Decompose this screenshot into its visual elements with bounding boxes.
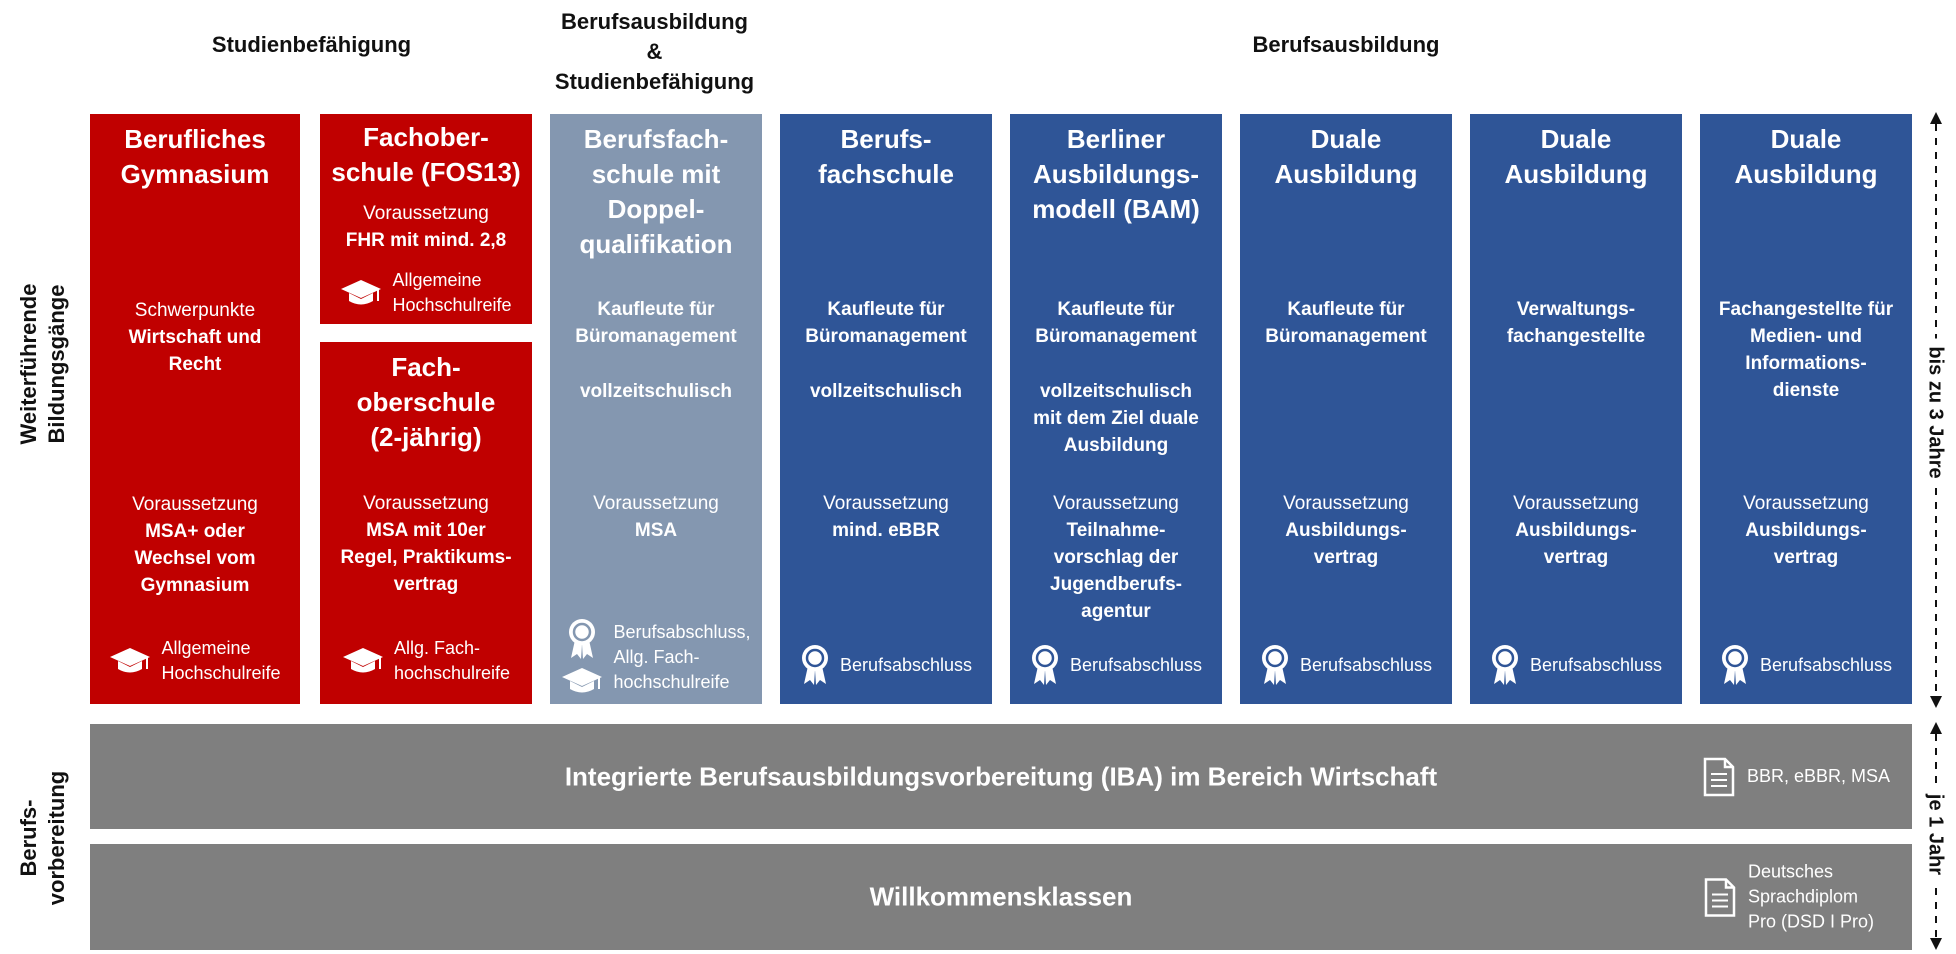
profession: Verwaltungs- fachangestellte <box>1506 299 1646 347</box>
award-ribbon-icon <box>1721 645 1748 685</box>
header-berufsausbildung-studienbefaehigung: Berufsausbildung & Studienbefähigung <box>554 9 755 94</box>
award: Berufsabschluss <box>1470 644 1682 686</box>
column-fachoberschule-fos13: Fachober- schule (FOS13) Voraussetzung F… <box>320 114 532 324</box>
award-text: Berufsabschluss <box>1299 654 1433 675</box>
award-ribbon-icon <box>1261 645 1288 685</box>
award: Allgemeine Hochschulreife <box>90 636 300 686</box>
graduation-cap-icon <box>562 668 603 693</box>
bar-title: Integrierte Berufsausbildungsvorbereitun… <box>564 761 1438 791</box>
column-title: Berufliches Gymnasium <box>120 124 270 189</box>
bar-title: Willkommensklassen <box>869 881 1133 912</box>
award: Berufsabschluss <box>780 644 992 686</box>
column-title: Berufs- fachschule <box>818 124 954 189</box>
award-text: Allg. Fach- hochschulreife <box>393 638 511 683</box>
award-text: Berufsabschluss, Allg. Fach- hochschulre… <box>613 621 751 692</box>
column-fachoberschule-2-jaehrig: Fach- oberschule (2-jährig) Voraussetzun… <box>320 342 532 704</box>
column-title: Berufsfach- schule mit Doppel- qualifika… <box>579 124 733 259</box>
award-text: Berufsabschluss <box>839 654 973 675</box>
column-title: Berliner Ausbildungs- modell (BAM) <box>1032 124 1200 224</box>
award-text: Berufsabschluss <box>1759 654 1893 675</box>
profession: Kaufleute für Büromanagement <box>1035 299 1197 347</box>
bar-award-text: BBR, eBBR, MSA <box>1746 766 1890 786</box>
column-berufsfachschule: Berufs- fachschule Kaufleute für Büroman… <box>780 114 992 704</box>
bar-willkommensklassen: Willkommensklassen Deutsches Sprachdiplo… <box>90 844 1912 950</box>
focus-value: Wirtschaft und Recht <box>128 327 262 375</box>
bar-award-text: Deutsches Sprachdiplom Pro (DSD I Pro) <box>1747 861 1874 932</box>
award: Berufsabschluss <box>1700 644 1912 686</box>
header-studienbefaehigung: Studienbefähigung <box>211 32 412 57</box>
requirement-label: Voraussetzung <box>1053 493 1179 514</box>
column-duale-ausbildung-verwaltung: Duale Ausbildung Verwaltungs- fachangest… <box>1470 114 1682 704</box>
award: Allg. Fach- hochschulreife <box>320 636 532 686</box>
column-title: Duale Ausbildung <box>1504 124 1648 189</box>
award-text: Allgemeine Hochschulreife <box>161 638 281 683</box>
requirement-value: mind. eBBR <box>832 520 940 541</box>
award-text: Berufsabschluss <box>1529 654 1663 675</box>
award-ribbon-icon <box>801 645 828 685</box>
award: Berufsabschluss <box>1240 644 1452 686</box>
column-title: Duale Ausbildung <box>1274 124 1418 189</box>
mode: vollzeitschulisch mit dem Ziel duale Aus… <box>1033 381 1199 456</box>
award: Allgemeine Hochschulreife <box>320 268 532 318</box>
requirement-value: MSA mit 10er Regel, Praktikums- vertrag <box>340 520 512 595</box>
column-berufsfachschule-doppelqualifikation: Berufsfach- schule mit Doppel- qualifika… <box>550 114 762 704</box>
duration-label-short: je 1 Jahr <box>1923 785 1947 884</box>
award-text: Allgemeine Hochschulreife <box>392 270 512 315</box>
requirement-value: Ausbildungs- vertrag <box>1515 520 1637 568</box>
requirement-label: Voraussetzung <box>1283 493 1409 514</box>
column-berliner-ausbildungsmodell: Berliner Ausbildungs- modell (BAM) Kaufl… <box>1010 114 1222 704</box>
award-ribbon-icon <box>569 619 596 659</box>
side-label-berufsvorbereitung: Berufs- vorbereitung <box>16 770 69 906</box>
column-duale-ausbildung-medien: Duale Ausbildung Fachangestellte für Med… <box>1700 114 1912 704</box>
column-title: Duale Ausbildung <box>1734 124 1878 189</box>
document-icon <box>1703 757 1735 796</box>
document-icon <box>1704 877 1736 917</box>
requirement-label: Voraussetzung <box>1513 493 1639 514</box>
focus-label: Schwerpunkte <box>134 300 256 321</box>
bar-iba: Integrierte Berufsausbildungsvorbereitun… <box>90 724 1912 829</box>
requirement-label: Voraussetzung <box>363 203 489 224</box>
side-label-weiterfuehrende-bildungsgaenge: Weiterführende Bildungsgänge <box>16 283 69 445</box>
graduation-cap-icon <box>341 280 382 305</box>
column-title: Fachober- schule (FOS13) <box>331 122 521 187</box>
requirement-label: Voraussetzung <box>1743 493 1869 514</box>
requirement-value: FHR mit mind. 2,8 <box>345 230 507 251</box>
award-ribbon-icon <box>1491 645 1518 685</box>
column-berufliches-gymnasium: Berufliches Gymnasium Schwerpunkte Wirts… <box>90 114 300 704</box>
graduation-cap-icon <box>110 648 151 673</box>
bar-award: BBR, eBBR, MSA <box>1703 757 1890 797</box>
requirement-label: Voraussetzung <box>132 494 258 515</box>
requirement-label: Voraussetzung <box>593 493 719 514</box>
award: Berufsabschluss <box>1010 644 1222 686</box>
requirement-value: Teilnahme- vorschlag der Jugendberufs- a… <box>1050 520 1182 622</box>
header-berufsausbildung: Berufsausbildung <box>1252 32 1440 57</box>
requirement-label: Voraussetzung <box>823 493 949 514</box>
mode: vollzeitschulisch <box>579 381 733 402</box>
mode: vollzeitschulisch <box>809 381 963 402</box>
profession: Kaufleute für Büromanagement <box>805 299 967 347</box>
profession: Kaufleute für Büromanagement <box>1265 299 1427 347</box>
requirement-value: Ausbildungs- vertrag <box>1745 520 1867 568</box>
profession: Kaufleute für Büromanagement <box>575 299 737 347</box>
requirement-value: MSA <box>634 520 678 541</box>
award: Berufsabschluss, Allg. Fach- hochschulre… <box>550 618 762 696</box>
requirement-value: Ausbildungs- vertrag <box>1285 520 1407 568</box>
column-title: Fach- oberschule (2-jährig) <box>356 352 496 452</box>
requirement-label: Voraussetzung <box>363 493 489 514</box>
award-ribbon-icon <box>1031 645 1058 685</box>
requirement-value: MSA+ oder Wechsel vom Gymnasium <box>134 521 256 596</box>
bar-award: Deutsches Sprachdiplom Pro (DSD I Pro) <box>1704 860 1874 935</box>
award-text: Berufsabschluss <box>1069 654 1203 675</box>
profession: Fachangestellte für Medien- und Informat… <box>1718 299 1894 401</box>
graduation-cap-icon <box>342 648 383 673</box>
duration-label-long: bis zu 3 Jahre <box>1923 338 1947 487</box>
column-duale-ausbildung-bueromanagement: Duale Ausbildung Kaufleute für Büromanag… <box>1240 114 1452 704</box>
